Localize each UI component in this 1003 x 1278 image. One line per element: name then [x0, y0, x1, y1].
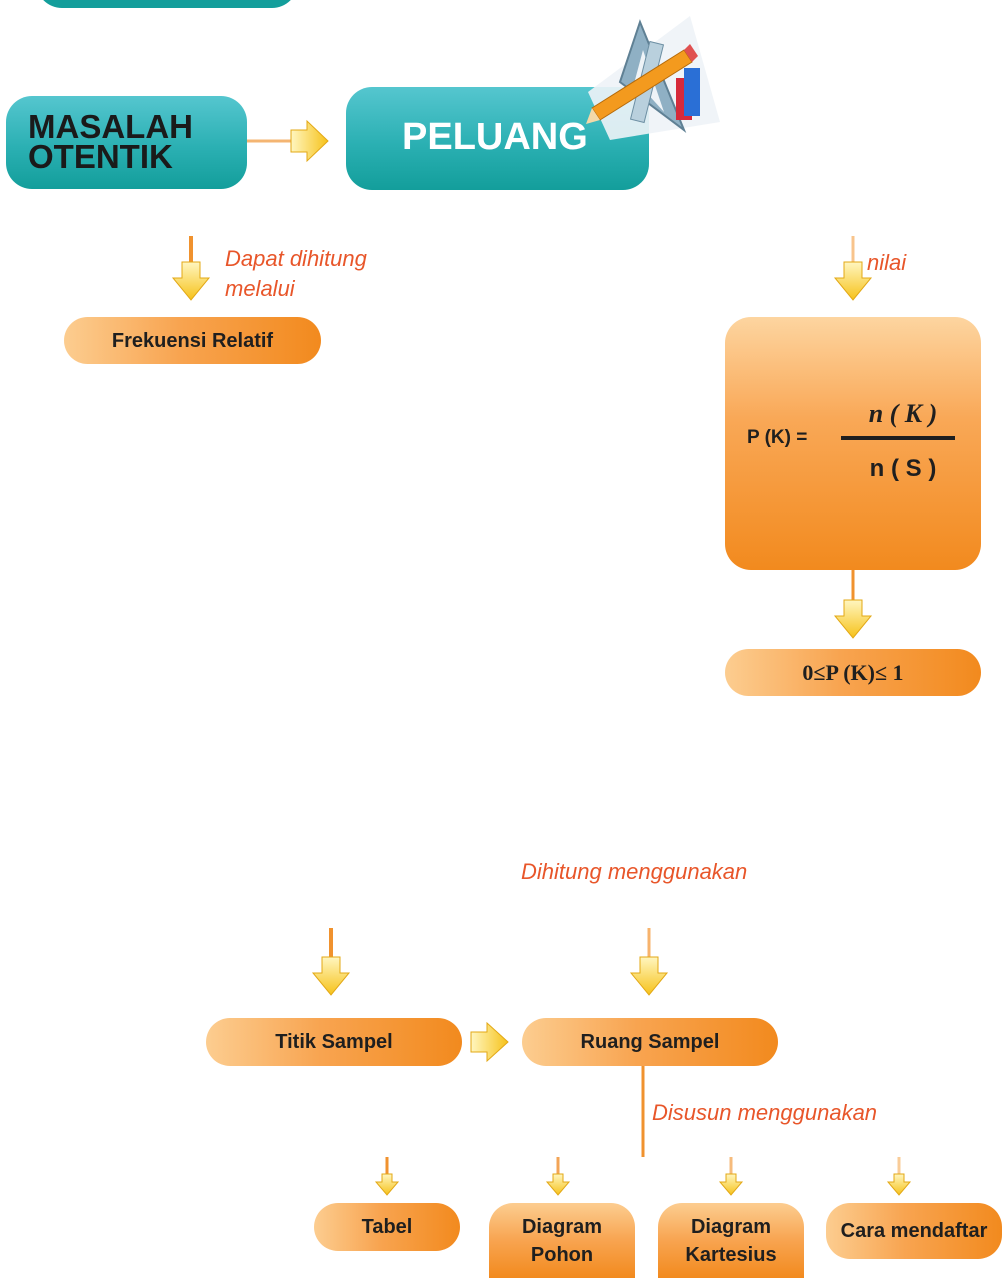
range-node: 0≤P (K)≤ 1	[725, 649, 981, 696]
edge-label-line1: Dapat dihitung	[225, 246, 367, 271]
edge-label-nilai: nilai	[867, 250, 907, 275]
ruang-sampel-node: Ruang Sampel	[522, 1018, 778, 1066]
diagram-kartesius-line2: Kartesius	[685, 1243, 777, 1266]
peluang-label: PELUANG	[402, 116, 588, 158]
decorative-teal-corner	[36, 0, 298, 8]
edge-label-disusun-menggunakan: Disusun menggunakan	[652, 1100, 878, 1125]
diagram-pohon-node: Diagram Pohon	[489, 1203, 635, 1278]
edge-label-line2: melalui	[225, 276, 295, 301]
diagram-kartesius-line1: Diagram	[690, 1215, 772, 1238]
edge-label-dapat-dihitung: Dapat dihitung melalui	[225, 244, 367, 304]
titik-sampel-node: Titik Sampel	[206, 1018, 462, 1066]
frekuensi-relatif-node: Frekuensi Relatif	[64, 317, 321, 364]
formula-box: P (K) = n ( K ) n ( S )	[725, 317, 981, 570]
arrow-down-icon	[718, 1173, 744, 1196]
edge-label-dihitung-menggunakan: Dihitung menggunakan	[521, 859, 748, 884]
range-label: 0≤P (K)≤ 1	[802, 659, 904, 685]
tabel-label: Tabel	[361, 1216, 413, 1238]
diagram-kartesius-node: Diagram Kartesius	[658, 1203, 804, 1278]
arrow-right-icon	[290, 119, 329, 163]
masalah-otentik-node: MASALAH OTENTIK	[6, 96, 247, 189]
arrow-down-icon	[374, 1173, 400, 1196]
arrow-down-icon	[833, 261, 873, 301]
diagram-pohon-line2: Pohon	[530, 1243, 594, 1266]
arrow-down-icon	[545, 1173, 571, 1196]
masalah-label: MASALAH	[28, 108, 193, 145]
arrow-down-icon	[833, 599, 873, 639]
arrow-down-icon	[886, 1173, 912, 1196]
formula-numerator: n ( K )	[868, 399, 938, 428]
diagram-pohon-line1: Diagram	[521, 1215, 603, 1238]
cara-mendaftar-node: Cara mendaftar	[826, 1203, 1002, 1259]
arrow-right-icon	[470, 1021, 509, 1063]
cara-mendaftar-label: Cara mendaftar	[840, 1220, 988, 1242]
arrow-down-icon	[171, 261, 211, 301]
arrow-down-icon	[629, 956, 669, 996]
formula-lhs: P (K) =	[747, 427, 808, 448]
otentik-label: OTENTIK	[28, 138, 173, 175]
fraction-bar	[841, 436, 955, 440]
tabel-node: Tabel	[314, 1203, 460, 1251]
arrow-down-icon	[311, 956, 351, 996]
geometry-tools-icon	[586, 16, 720, 140]
formula-denominator: n ( S )	[869, 455, 937, 482]
